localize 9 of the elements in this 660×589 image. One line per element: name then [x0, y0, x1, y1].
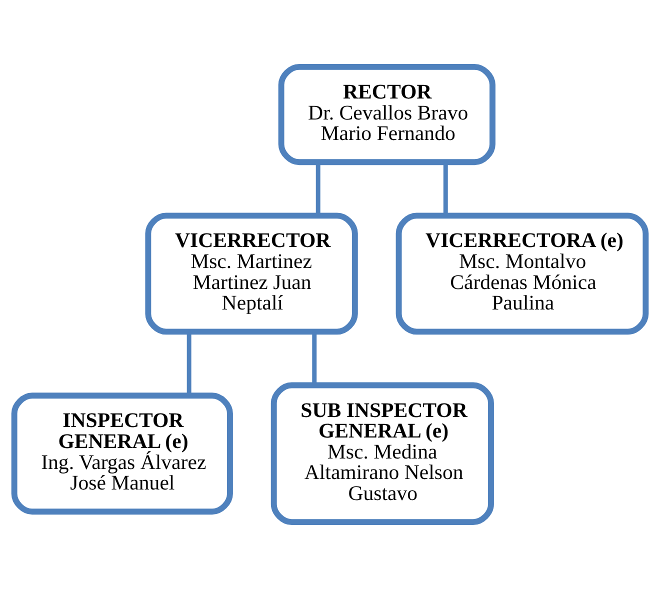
node-box: VICERRECTORA (e) Msc. Montalvo Cárdenas Mónica Paulina	[396, 212, 649, 335]
node-box: SUB INSPECTOR GENERAL (e) Msc. Medina Altamirano Nelson Gustavo	[270, 382, 494, 526]
node-box: RECTOR Dr. Cevallos Bravo Mario Fernando	[278, 64, 496, 166]
connector	[186, 332, 192, 396]
connector	[316, 162, 320, 216]
node-box: INSPECTOR GENERAL (e) Ing. Vargas Álvarez José Manuel	[11, 392, 233, 515]
connector	[443, 162, 448, 216]
connector	[312, 332, 317, 385]
node-box: VICERRECTOR Msc. Martinez Martinez Juan Neptalí	[145, 212, 358, 335]
